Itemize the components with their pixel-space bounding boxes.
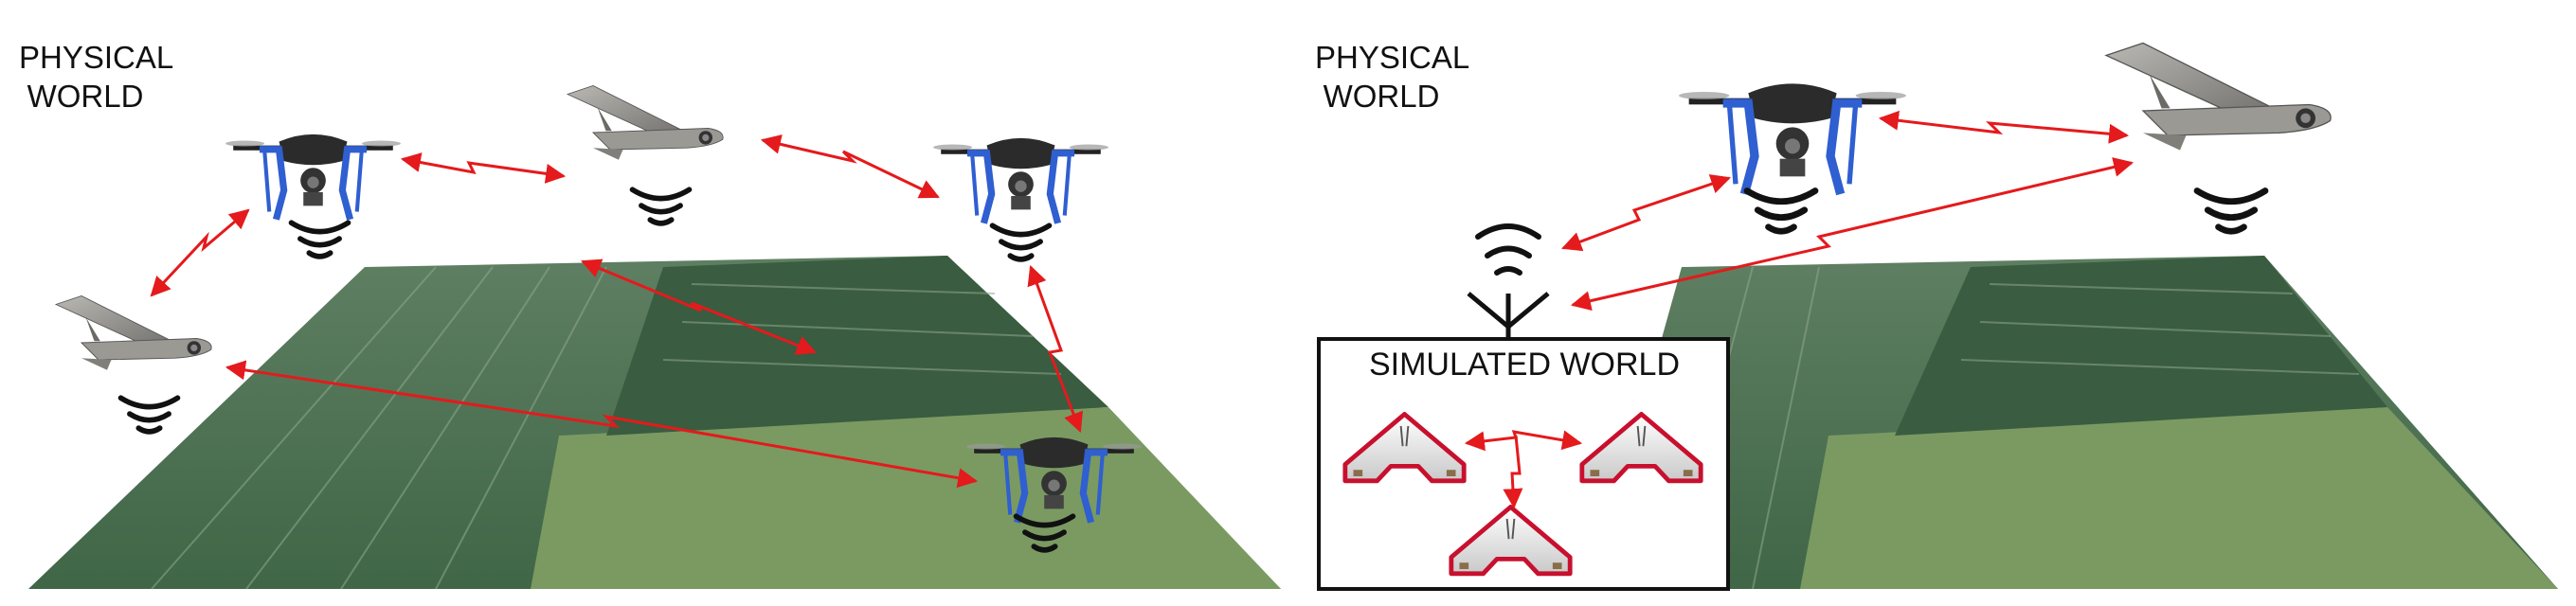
meadow-area-left xyxy=(531,407,1281,589)
fixed-wing-uav-icon xyxy=(55,294,212,371)
link-arrow xyxy=(225,360,979,489)
wifi-signal-icon xyxy=(292,223,349,257)
link-arrow xyxy=(1878,110,2130,144)
quadcopter-drone-icon xyxy=(933,138,1108,223)
link-arrow xyxy=(581,258,817,355)
link-arrow xyxy=(760,134,940,199)
wifi-signal-icon xyxy=(2197,191,2265,232)
meadow-area-right xyxy=(1800,407,2558,589)
quadcopter-drone-icon xyxy=(1679,83,1906,194)
dark-field-right xyxy=(1895,256,2387,436)
link-arrow xyxy=(150,208,250,297)
fixed-wing-uav-icon xyxy=(567,84,724,161)
fixed-wing-uav-icon xyxy=(2105,42,2332,152)
quadcopter-drone-icon xyxy=(225,134,401,220)
link-arrow xyxy=(400,152,567,184)
simulated-world-title: SIMULATED WORLD xyxy=(1368,347,1681,383)
link-arrow xyxy=(1570,157,2135,312)
wifi-signal-icon xyxy=(993,225,1050,259)
wifi-signal-icon xyxy=(633,189,690,223)
dark-field-left xyxy=(606,256,1108,436)
communication-links-right xyxy=(1561,110,2135,312)
physical-world-label-left: PHYSICAL WORLD xyxy=(19,40,174,114)
wifi-signal-icon xyxy=(121,398,178,432)
left-physical-panel xyxy=(28,84,1281,590)
physical-world-label-right: PHYSICAL WORLD xyxy=(1315,40,1470,114)
link-arrow xyxy=(1561,174,1731,252)
link-arrow xyxy=(1503,435,1523,509)
communication-links-left xyxy=(150,134,1083,489)
ground-antenna-icon xyxy=(1467,223,1550,339)
right-physical-panel xyxy=(1317,42,2558,591)
link-arrow xyxy=(1027,265,1083,433)
simulated-links xyxy=(1464,430,1583,509)
link-arrow xyxy=(1464,430,1583,452)
wifi-signal-icon xyxy=(1747,191,1815,232)
